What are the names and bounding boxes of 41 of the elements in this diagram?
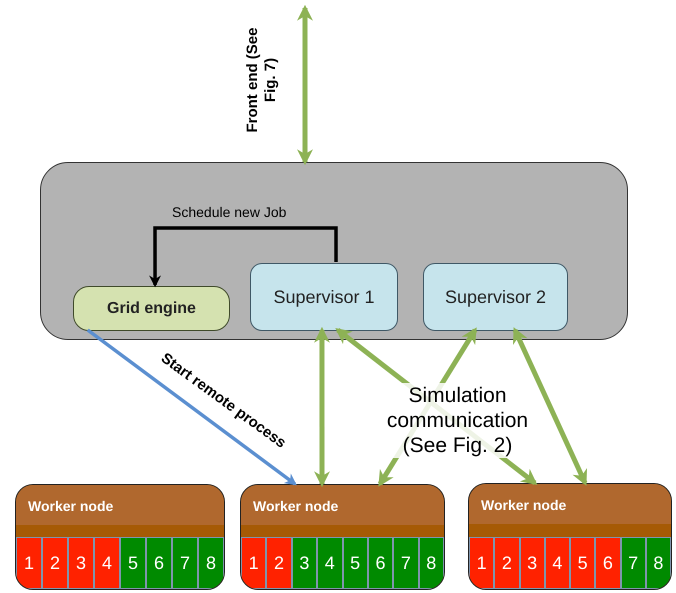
process-box: Grid engine [73,286,230,331]
worker-node-box [240,484,445,590]
core-cell: 1 [16,537,42,589]
node-title: Worker node [253,497,338,516]
arrow [297,4,313,166]
core-cell: 6 [146,537,172,589]
core-cell: 1 [469,537,494,589]
core-cell: 8 [418,537,444,589]
core-cell: 4 [94,537,120,589]
core-cell: 4 [317,537,342,589]
core-cell: 6 [595,537,620,589]
worker-node-box [468,483,672,590]
core-cell: 6 [368,537,394,589]
core-cell: 7 [393,537,419,589]
core-cell: 8 [646,537,671,589]
core-cell: 5 [342,537,368,589]
process-box: Supervisor 2 [423,263,568,331]
arrow [512,327,588,486]
core-cell: 4 [544,537,570,589]
core-cell: 2 [494,537,520,589]
core-cell: 3 [520,537,545,589]
core-cell: 7 [620,537,646,589]
core-cell: 3 [292,537,318,589]
core-cell: 3 [68,537,94,589]
process-box: Supervisor 1 [250,263,398,331]
node-title: Worker node [481,496,566,515]
core-cell: 5 [570,537,596,589]
core-cell: 7 [172,537,198,589]
core-cell: 2 [42,537,68,589]
server-panel [40,162,628,340]
node-title: Worker node [28,497,114,516]
arrow [86,328,297,486]
arrow [314,326,330,488]
core-cell: 1 [241,537,266,589]
worker-node-box [15,484,225,590]
arrow [149,226,338,288]
edge-label: Schedule new Job [172,203,288,222]
core-cell: 2 [266,537,292,589]
core-cell: 5 [120,537,146,589]
core-cell: 8 [198,537,224,589]
edge-label: Front end (See Fig. 7) [244,26,280,135]
